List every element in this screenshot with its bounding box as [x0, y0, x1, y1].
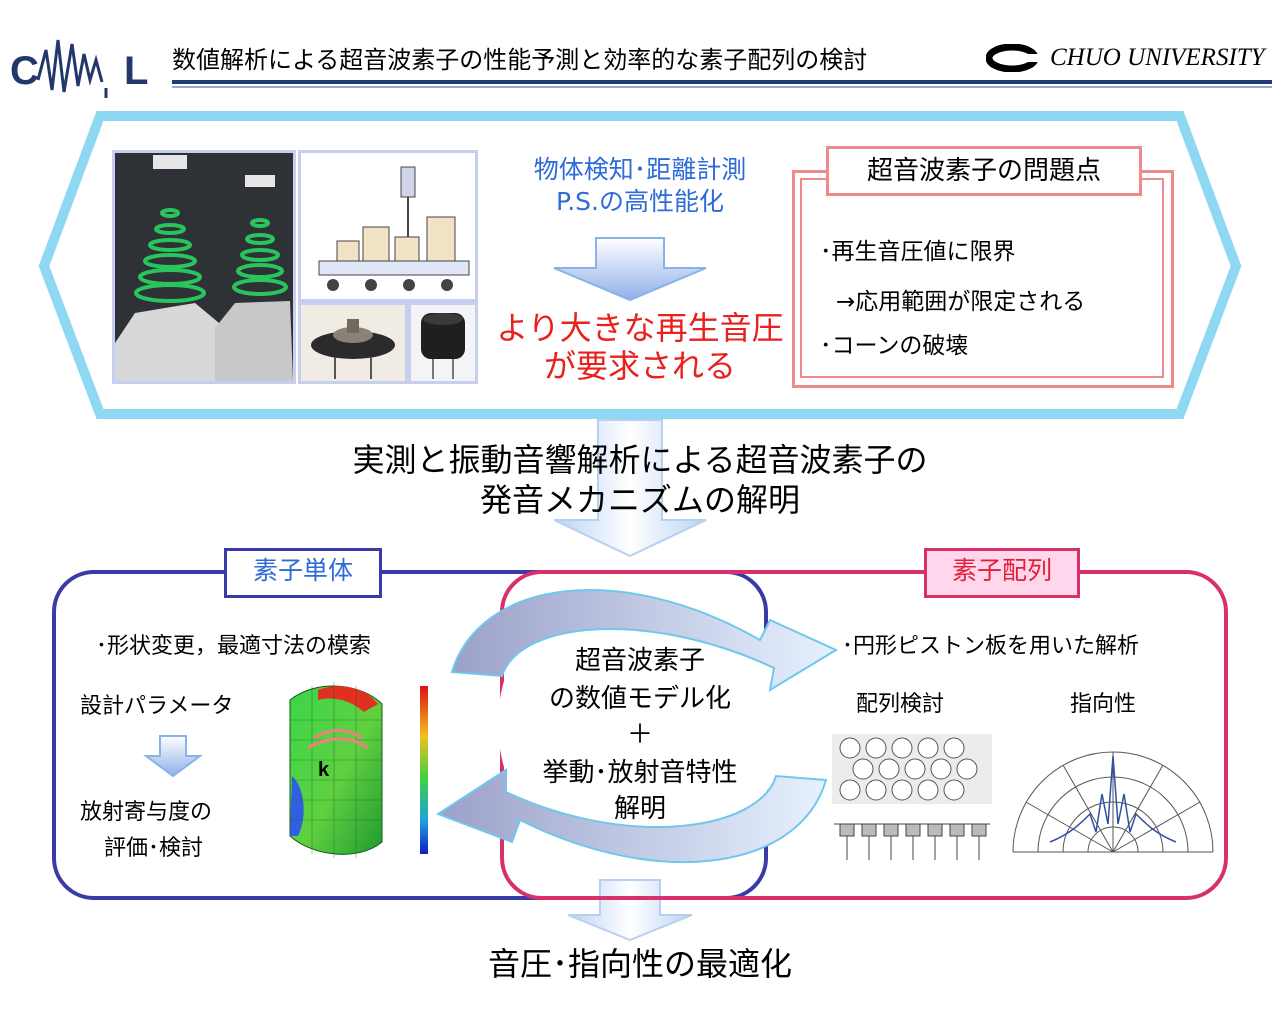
array-element-side — [949, 823, 965, 837]
demand-line2: が要求される — [543, 347, 736, 385]
mechanism-arrow — [553, 419, 707, 558]
array-element — [891, 737, 913, 759]
mechanism-line1: 実測と振動音響解析による超音波素子の — [352, 441, 928, 479]
array-element — [852, 758, 874, 780]
problem-box-inner — [800, 178, 1164, 378]
array-element — [839, 779, 861, 801]
evaluation-line2: 評価･検討 — [104, 836, 204, 861]
array-element — [930, 758, 952, 780]
goal-line2: P.S.の高性能化 — [556, 187, 724, 216]
center-plus: ＋ — [626, 720, 653, 750]
sensor-cars-photo — [112, 150, 296, 384]
center-ellipse — [498, 574, 782, 874]
array-study-label: 配列検討 — [856, 692, 945, 717]
array-element — [943, 779, 965, 801]
curved-arrow-right — [450, 589, 839, 693]
problem-item-2: →応用範囲が限定される — [836, 289, 1086, 315]
design-parameter-label: 設計パラメータ — [80, 694, 234, 719]
array-element-side — [927, 823, 943, 837]
result-arrow — [567, 879, 693, 942]
demand-line1: より大きな再生音圧 — [496, 309, 784, 347]
array-element — [891, 779, 913, 801]
evaluation-line1: 放射寄与度の — [80, 800, 213, 825]
mechanism-line2: 発音メカニズムの解明 — [479, 481, 800, 519]
array-element — [943, 737, 965, 759]
logo: C L — [6, 30, 166, 100]
array-element-side — [883, 823, 899, 837]
fem-contour-figure: k — [278, 676, 438, 862]
single-element-label: 素子単体 — [224, 548, 382, 598]
array-label: 素子配列 — [924, 548, 1080, 598]
university-name: CHUO UNIVERSITY — [1050, 44, 1265, 71]
curved-arrow-left — [435, 768, 828, 864]
title-rule-thin — [172, 86, 1272, 88]
sensor-element-photo — [298, 302, 408, 384]
directivity-polar-plot — [1010, 744, 1216, 856]
svg-text:C: C — [10, 49, 39, 93]
center-line3: 挙動･放射音特性 — [542, 758, 738, 788]
array-element — [917, 779, 939, 801]
array-element — [904, 758, 926, 780]
array-element-side — [839, 823, 855, 837]
sensor-case-photo — [408, 302, 478, 384]
single-item-1: ･形状変更，最適寸法の模索 — [96, 634, 372, 659]
center-line1: 超音波素子 — [574, 646, 705, 676]
array-element-side — [971, 823, 987, 837]
problem-item-1: ･再生音圧値に限界 — [820, 239, 1016, 265]
center-line2: の数値モデル化 — [548, 684, 731, 714]
demand-arrow — [553, 237, 707, 302]
problem-item-3: ･コーンの破壊 — [820, 333, 969, 359]
array-element-side — [861, 823, 877, 837]
directivity-label: 指向性 — [1070, 692, 1137, 717]
array-element — [839, 737, 861, 759]
svg-text:k: k — [318, 759, 330, 781]
center-line4: 解明 — [613, 794, 666, 824]
array-element-side — [905, 823, 921, 837]
svg-text:L: L — [124, 49, 148, 93]
problem-title: 超音波素子の問題点 — [826, 146, 1142, 196]
array-element — [917, 737, 939, 759]
array-element — [878, 758, 900, 780]
array-item-1: ･円形ピストン板を用いた解析 — [842, 634, 1140, 659]
result-text: 音圧･指向性の最適化 — [487, 945, 792, 983]
array-element — [865, 737, 887, 759]
goal-line1: 物体検知･距離計測 — [533, 155, 747, 184]
array-element — [956, 758, 978, 780]
title-rule — [172, 80, 1272, 84]
conveyor-illustration — [298, 150, 478, 302]
hexagon-array-figure — [832, 734, 992, 864]
page-title: 数値解析による超音波素子の性能予測と効率的な素子配列の検討 — [172, 46, 868, 74]
university-logo-icon — [985, 43, 1039, 73]
param-arrow — [142, 735, 204, 778]
array-element — [865, 779, 887, 801]
logo-waveform-icon: C L — [10, 39, 148, 98]
